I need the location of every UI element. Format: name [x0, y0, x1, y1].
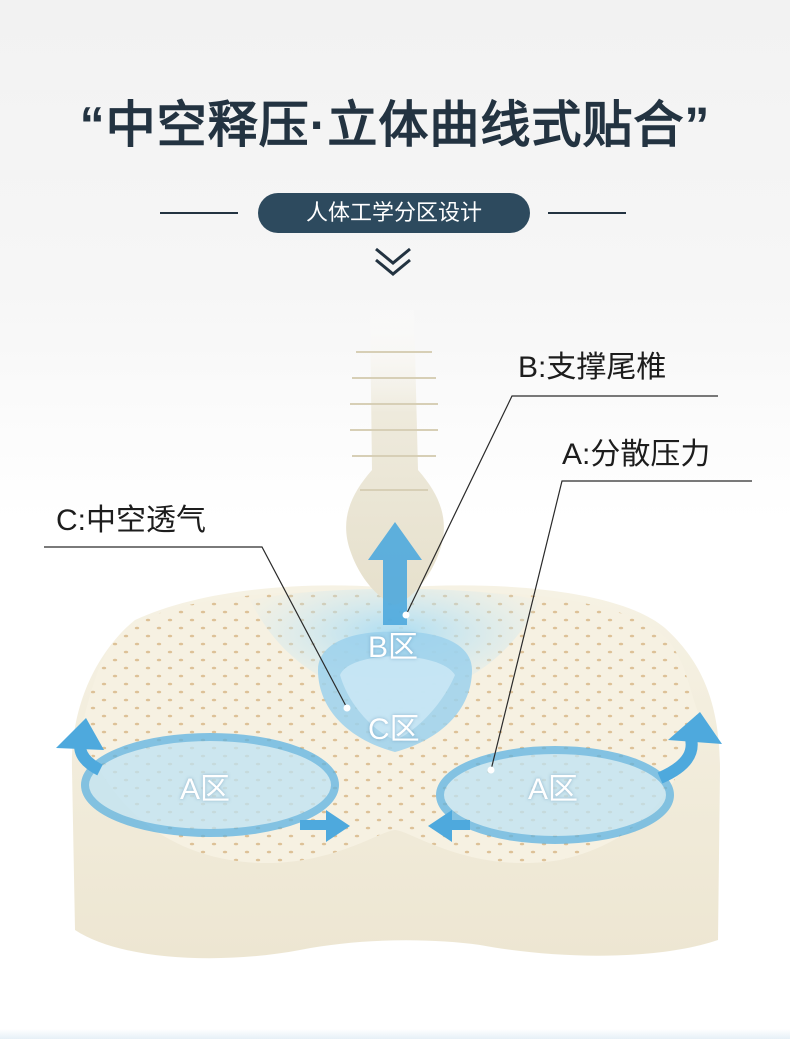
callout-line-a [490, 480, 752, 771]
left-airflow-arrow-icon [56, 718, 350, 842]
zone-a-right-label: A区 [528, 773, 579, 806]
callout-c-label: C:中空透气 [56, 504, 206, 537]
airflow-arrow-icon [368, 522, 422, 625]
zone-c-label: C区 [368, 713, 420, 746]
footer-bar [0, 1029, 790, 1039]
double-chevron-down-icon [372, 245, 414, 284]
divider-right [548, 212, 626, 214]
callout-line-c [44, 546, 348, 709]
divider-left [160, 212, 238, 214]
callout-line-b [405, 395, 718, 616]
callout-a-label: A:分散压力 [562, 438, 711, 471]
callout-b-label: B:支撑尾椎 [518, 351, 667, 384]
subtitle-badge: 人体工学分区设计 [258, 193, 530, 233]
spine-illustration [346, 310, 444, 605]
subtitle-row: 人体工学分区设计 [0, 193, 790, 233]
zone-a-left-label: A区 [180, 773, 231, 806]
right-airflow-arrow-icon [428, 712, 722, 842]
zone-b-label: B区 [368, 631, 419, 664]
page-title: “中空释压·立体曲线式贴合” [79, 97, 711, 153]
